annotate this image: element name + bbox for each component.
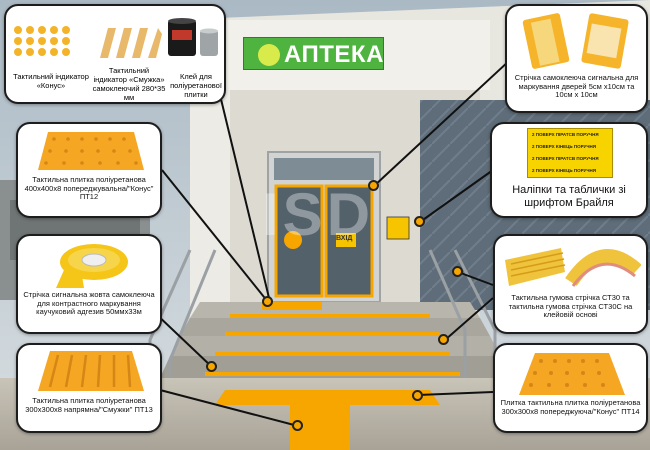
strip-indicator-icon	[100, 28, 162, 58]
callout-rubber: Тактильна гумова стрічка СТ30 та тактиль…	[493, 234, 648, 334]
marker-dot-tile-right	[412, 390, 423, 401]
callout-tape-door: Стрічка самоклеюча сигнальна для маркува…	[505, 4, 648, 113]
cone-indicator-icon	[14, 26, 70, 56]
tile-cone-icon	[519, 353, 625, 395]
callout-tile-300: Тактильна плитка поліуретанова 300х300х8…	[16, 343, 162, 433]
braille-sign-line: 2 ПОВЕРХ ПІРАТСВ ПОРУЧНЯ	[532, 132, 599, 137]
braille-sign-line: 2 ПОВЕРХ КІНЕЦЬ ПОРУЧНЯ	[532, 168, 596, 173]
tile-400-icon	[38, 132, 144, 170]
callout-tape-door-label: Стрічка самоклеюча сигнальна для маркува…	[514, 73, 639, 100]
glue-can-icon	[168, 18, 218, 56]
marker-dot-rubber-bottom	[438, 334, 449, 345]
cone-indicator-label: Тактильний індикатор «Конус»	[13, 72, 89, 90]
callout-tile-cone: Плитка тактильна плитка поліуретанова 30…	[493, 343, 648, 433]
callout-tile-400: Тактильна плитка поліуретанова 400х400х8…	[16, 122, 162, 218]
yellow-tape-roll-icon	[56, 244, 128, 288]
callout-tape-yellow: Стрічка сигнальна жовта самоклеюча для к…	[16, 234, 162, 334]
door-entry-sticker: ВХІД	[336, 235, 353, 242]
watermark: ISD	[262, 181, 375, 248]
marker-dot-pavement	[292, 420, 303, 431]
sign-logo-circle	[258, 44, 280, 66]
braille-sign-line: 2 ПОВЕРХ ПІРАТСВ ПОРУЧНЯ	[532, 156, 599, 161]
callout-tile-cone-label: Плитка тактильна плитка поліуретанова 30…	[500, 398, 641, 416]
callout-rubber-label: Тактильна гумова стрічка СТ30 та тактиль…	[508, 293, 633, 320]
callout-braille-label: Наліпки та таблички зі шрифтом Брайля	[512, 184, 626, 209]
callout-tape-yellow-label: Стрічка сигнальна жовта самоклеюча для к…	[23, 290, 155, 317]
callout-braille: 2 ПОВЕРХ ПІРАТСВ ПОРУЧНЯ 2 ПОВЕРХ КІНЕЦЬ…	[490, 122, 648, 218]
marker-dot-landing	[262, 296, 273, 307]
marker-dot-stairs	[206, 361, 217, 372]
glue-label: Клей для поліуретанової плитки	[170, 72, 222, 99]
pharmacy-sign-text: АПТЕКА	[284, 41, 384, 68]
marker-dot-door	[368, 180, 379, 191]
marker-dot-rubber-top	[452, 266, 463, 277]
braille-sign-thumb: 2 ПОВЕРХ ПІРАТСВ ПОРУЧНЯ 2 ПОВЕРХ КІНЕЦЬ…	[527, 128, 613, 178]
callout-kit: Тактильний індикатор «Конус» Тактильний …	[4, 4, 226, 104]
callout-tile-400-label: Тактильна плитка поліуретанова 400х400х8…	[24, 175, 154, 202]
braille-sign-line: 2 ПОВЕРХ КІНЕЦЬ ПОРУЧНЯ	[532, 144, 596, 149]
rubber-strip-icon	[505, 248, 641, 287]
pharmacy-sign: АПТЕКА	[243, 37, 384, 70]
callout-tile-300-label: Тактильна плитка поліуретанова 300х300х8…	[25, 396, 153, 414]
marker-dot-braille	[414, 216, 425, 227]
door-tape-roll-icon	[522, 13, 629, 69]
strip-indicator-label: Тактильний індикатор «Смужка» самоклеючи…	[92, 66, 166, 102]
tile-300-icon	[38, 351, 144, 391]
